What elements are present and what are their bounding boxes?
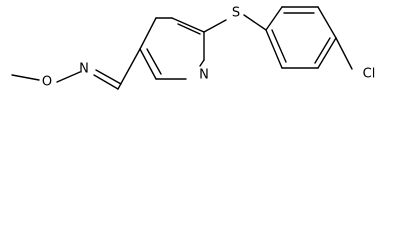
bond xyxy=(265,29,283,69)
bond xyxy=(317,6,337,39)
chlorine-atom-label: Cl xyxy=(363,67,376,82)
bond xyxy=(177,23,201,35)
bond xyxy=(171,17,205,33)
chlorophenyl-ring xyxy=(265,6,337,69)
pyridine-ring xyxy=(139,17,205,80)
bond xyxy=(139,48,157,80)
oxime-oxygen-label: O xyxy=(42,75,52,90)
bond xyxy=(117,48,141,90)
bond xyxy=(243,14,267,31)
bond xyxy=(93,74,119,90)
bond xyxy=(335,37,353,70)
pyridine-nitrogen-label: N xyxy=(199,68,209,83)
bond xyxy=(314,37,331,64)
bond xyxy=(11,74,40,81)
bond xyxy=(139,17,157,50)
sulfur-atom-label: S xyxy=(232,6,240,21)
bond xyxy=(203,19,227,33)
bond xyxy=(146,48,162,75)
bond xyxy=(271,29,287,63)
bond xyxy=(95,69,122,85)
bond xyxy=(199,59,205,67)
oxime-nitrogen-label: N xyxy=(79,62,89,77)
bond xyxy=(265,6,283,31)
bond xyxy=(56,71,81,83)
oxime-chain xyxy=(11,48,141,90)
bond xyxy=(317,37,337,69)
chemical-structure-diagram: S N Cl N O xyxy=(11,6,376,90)
